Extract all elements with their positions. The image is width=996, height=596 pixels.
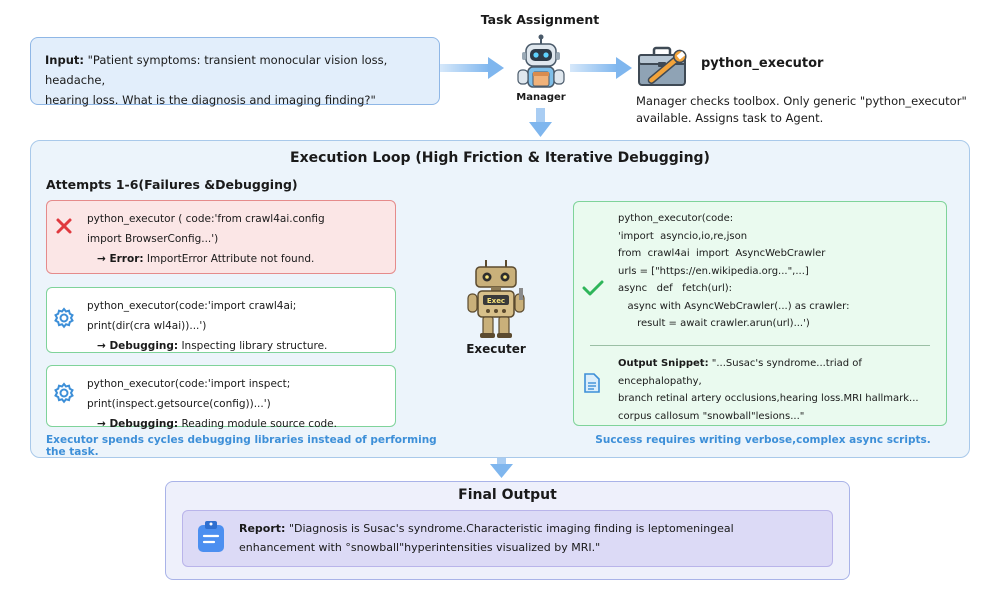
card-code-line2: print(inspect.getsource(config))...')	[87, 398, 271, 410]
card-result-text: Reading module source code.	[178, 418, 337, 430]
code-divider	[590, 345, 930, 346]
gear-icon	[54, 307, 74, 329]
final-output-title: Final Output	[458, 487, 557, 503]
gear-icon	[54, 382, 74, 404]
output-snippet: Output Snippet: "...Susac's syndrome...t…	[618, 355, 940, 425]
report-box: Report: "Diagnosis is Susac's syndrome.C…	[182, 510, 833, 567]
report-line2: enhancement with °snowball"hyperintensit…	[239, 541, 601, 554]
snippet-line3: corpus callosum "snowball"lesions..."	[618, 410, 805, 422]
task-assignment-title: Task Assignment	[480, 12, 600, 27]
card-code-line1: python_executor(code:'import crawl4ai;	[87, 300, 297, 312]
input-box: Input: "Patient symptoms: transient mono…	[30, 37, 440, 107]
card-result-text: Inspecting library structure.	[178, 340, 328, 352]
robot-manager-icon	[517, 34, 565, 88]
code-line: from crawl4ai import AsyncWebCrawler	[618, 248, 826, 259]
card-result-label: → Error:	[97, 253, 144, 265]
arrow-manager-to-toolbox	[570, 57, 632, 79]
attempts-title: Attempts 1-6(Failures &Debugging)	[46, 177, 298, 192]
manager-label: Manager	[516, 92, 566, 103]
card-result-label: → Debugging:	[97, 418, 179, 430]
attempt-card-debug-1: python_executor(code:'import crawl4ai; p…	[46, 287, 396, 353]
code-line: urls = ["https://en.wikipedia.org...",..…	[618, 265, 809, 277]
manager-description-line1: Manager checks toolbox. Only generic "py…	[636, 94, 967, 108]
arrow-loop-to-final	[490, 458, 513, 478]
snippet-line1: "...Susac's syndrome...triad of encephal…	[618, 358, 862, 387]
report-line1: "Diagnosis is Susac's syndrome.Character…	[285, 522, 734, 535]
caption-right: Success requires writing verbose,complex…	[595, 434, 931, 446]
manager-description-line2: available. Assigns task to Agent.	[636, 111, 824, 125]
robot-tag: Exec	[487, 297, 505, 305]
checkmark-icon	[582, 280, 604, 296]
card-code-line1: python_executor(code:'import inspect;	[87, 378, 291, 390]
attempt-card-debug-2: python_executor(code:'import inspect; pr…	[46, 365, 396, 430]
caption-left: Executor spends cycles debugging librari…	[46, 434, 437, 458]
code-line: 'import asyncio,io,re,json	[618, 230, 748, 242]
snippet-label: Output Snippet:	[618, 358, 709, 369]
card-code-line2: import BrowserConfig...')	[87, 233, 219, 245]
card-result-text: ImportError Attribute not found.	[143, 253, 315, 265]
code-panel	[573, 201, 947, 426]
arrow-manager-to-loop	[529, 108, 552, 137]
report-label: Report:	[239, 522, 286, 535]
code-block: python_executor(code: 'import asyncio,io…	[618, 210, 849, 333]
code-line: python_executor(code:	[618, 213, 734, 224]
arrow-input-to-manager	[440, 57, 504, 79]
code-line: async with AsyncWebCrawler(...) as crawl…	[618, 300, 850, 312]
card-code-line2: print(dir(cra wl4ai))...')	[87, 320, 207, 332]
input-label: Input:	[45, 53, 84, 67]
card-result-label: → Debugging:	[97, 340, 179, 352]
card-code-line1: python_executor ( code:'from crawl4ai.co…	[87, 213, 325, 225]
document-icon	[584, 373, 600, 393]
toolbox-icon	[638, 46, 687, 86]
executer-label: Executer	[466, 342, 526, 356]
manager-description: Manager checks toolbox. Only generic "py…	[636, 93, 976, 127]
robot-executer-icon: Exec	[467, 260, 525, 338]
clipboard-icon	[198, 521, 224, 552]
snippet-line2: branch retinal artery occlusions,hearing…	[618, 393, 919, 404]
error-x-icon	[56, 218, 72, 234]
code-line: async def fetch(url):	[618, 283, 733, 294]
input-text-line2: hearing loss. What is the diagnosis and …	[45, 93, 376, 107]
execution-loop-title: Execution Loop (High Friction & Iterativ…	[290, 150, 710, 166]
tool-name-label: python_executor	[701, 56, 824, 71]
input-text-line1: "Patient symptoms: transient monocular v…	[45, 53, 388, 87]
code-line: result = await crawler.arun(url)...')	[618, 318, 810, 329]
attempt-card-error: python_executor ( code:'from crawl4ai.co…	[46, 200, 396, 274]
